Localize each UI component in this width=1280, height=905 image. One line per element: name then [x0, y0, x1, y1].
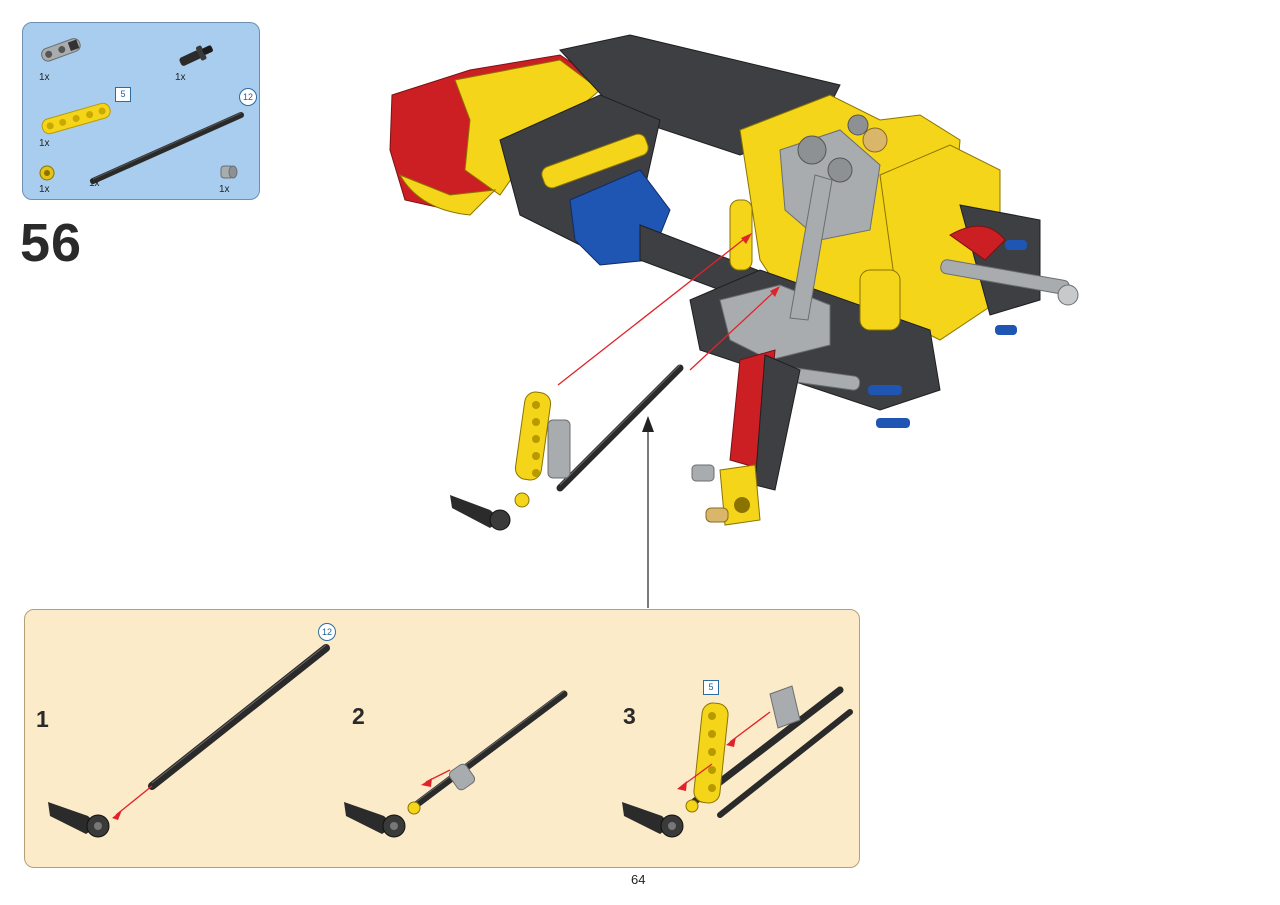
substep-number-2: 2 — [352, 703, 365, 729]
beam-length-badge: 5 — [115, 87, 131, 102]
part-qty: 1x — [175, 72, 186, 83]
black-pin-icon — [179, 45, 213, 66]
yellow-beam-5-icon — [41, 102, 111, 135]
step-number: 56 — [20, 213, 83, 273]
part-qty: 1x — [89, 178, 100, 189]
part-qty: 1x — [219, 184, 230, 195]
page-number: 64 — [631, 872, 646, 887]
parts-list-panel: 1x 1x 5 1x 12 1x 1x 1x — [22, 22, 260, 200]
black-axle-12-icon — [90, 112, 244, 184]
axle-length-badge: 12 — [239, 88, 257, 106]
substep-number-1: 1 — [36, 706, 49, 732]
axle-length-badge: 12 — [318, 623, 336, 641]
part-qty: 1x — [39, 184, 50, 195]
gray-bush-icon — [220, 165, 238, 179]
yellow-bush-icon — [39, 165, 55, 181]
beam-length-badge: 5 — [703, 680, 719, 695]
part-qty: 1x — [39, 138, 50, 149]
gray-connector-icon — [41, 38, 81, 62]
substep-number-3: 3 — [623, 703, 636, 729]
part-qty: 1x — [39, 72, 50, 83]
